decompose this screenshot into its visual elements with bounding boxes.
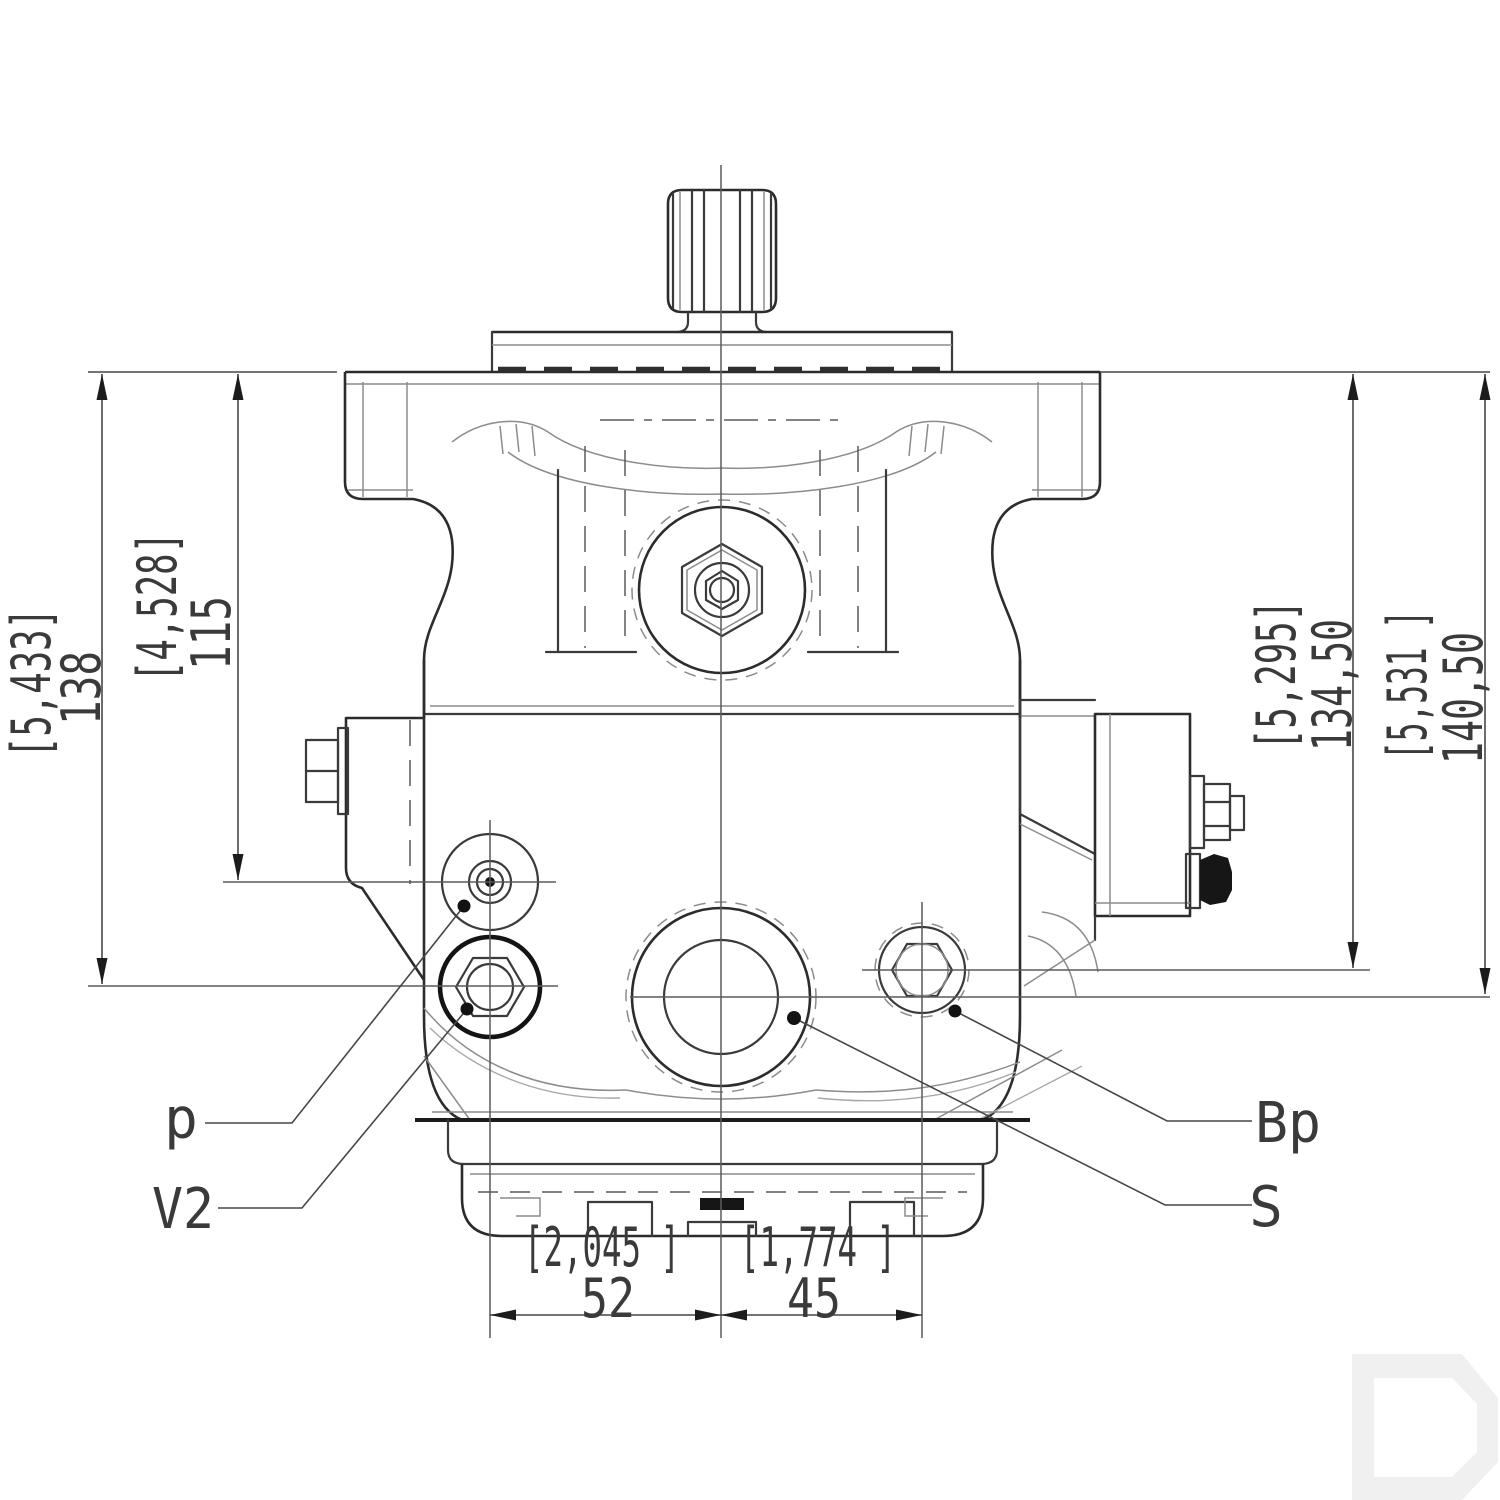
port-label-p: p [164,1087,198,1152]
top-plate [490,330,954,374]
dim-bottom-right-inch: [1,774 ] [740,1216,896,1279]
mounting-flange [343,370,1102,718]
bell-housing [544,446,900,654]
port-label-bp: Bp [1255,1091,1321,1156]
center-lines [88,165,1490,1338]
dim-bottom-left-inch: [2,045 ] [524,1216,680,1279]
dim-left-inner-inch: [4,528] [126,532,189,682]
watermark-logo [1352,1354,1498,1500]
splined-shaft [666,188,778,334]
dim-bottom-left-mm: 52 [581,1267,635,1330]
dim-bottom-right-mm: 45 [787,1267,841,1330]
dim-left-outer-mm: 138 [50,651,113,725]
lower-fitting [1184,852,1232,910]
port-label-v2: V2 [152,1177,214,1242]
dim-right-outer-mm: 140,50 [1432,632,1495,764]
dimensions: [5,433] 138 [4,528] 115 [5,295] 134,50 [… [0,371,1495,1330]
dim-bottom: [2,045 ] 52 [1,774 ] 45 [490,1216,922,1330]
dim-left-inner-mm: 115 [180,596,243,670]
dim-left-outer: [5,433] 138 [0,374,113,984]
leader-s: S [787,1011,1283,1240]
upper-fitting [1188,774,1246,850]
dim-right-inner-mm: 134,50 [1301,619,1364,751]
pump-outline [304,188,1246,1238]
dim-right-inner-inch: [5,295] [1245,600,1308,750]
dim-right-outer: [5,531 ] 140,50 [1376,374,1495,994]
dim-left-outer-inch: [5,433] [0,608,63,758]
base-plate [415,1111,1030,1238]
port-label-s: S [1249,1175,1283,1240]
port-leaders: p V2 Bp S [152,899,1321,1242]
leader-p: p [164,899,471,1152]
dim-right-inner: [5,295] 134,50 [1245,374,1364,968]
leader-v2: V2 [152,1002,474,1242]
right-valve-block [1018,698,1246,997]
leader-bp: Bp [948,1004,1321,1156]
dim-right-outer-inch: [5,531 ] [1376,610,1439,760]
hub-hex-bolt [631,499,813,681]
left-port-block [304,716,426,981]
dim-left-inner: [4,528] 115 [126,374,244,880]
